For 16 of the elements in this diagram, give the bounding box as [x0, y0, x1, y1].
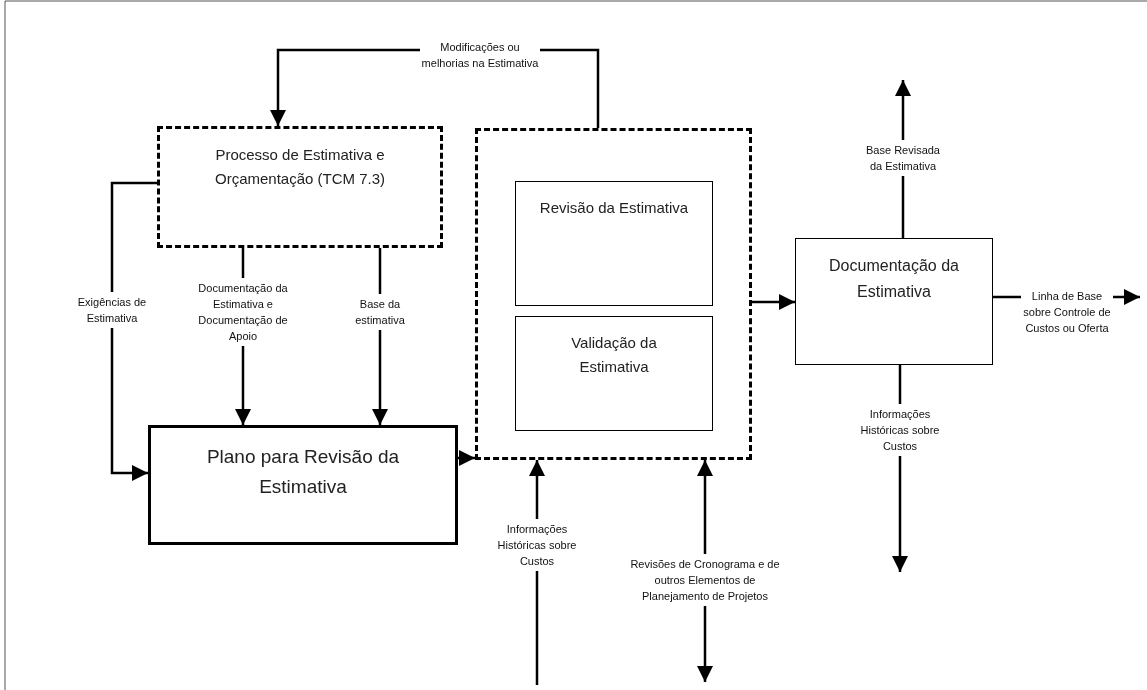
box-label: Validação da Estimativa	[570, 333, 658, 377]
process-box	[157, 126, 443, 248]
process-box	[795, 238, 993, 365]
box-label: Documentação da Estimativa	[828, 256, 960, 302]
process-box	[148, 425, 458, 545]
edge-label: Base Revisada da Estimativa	[863, 140, 943, 176]
process-box	[515, 181, 713, 306]
process-box	[515, 316, 713, 431]
edge-label: Revisões de Cronograma e de outros Elementos de Planejamento de Projetos	[630, 554, 780, 606]
box-label: Plano para Revisão da Estimativa	[205, 445, 401, 500]
dashed-group-box	[475, 128, 752, 460]
arrow	[752, 294, 795, 310]
arrow	[458, 450, 475, 466]
arrow	[110, 181, 157, 481]
box-label: Processo de Estimativa e Orçamentação (TCM 7.3)	[213, 145, 386, 189]
box-label: Revisão da Estimativa	[539, 198, 689, 218]
